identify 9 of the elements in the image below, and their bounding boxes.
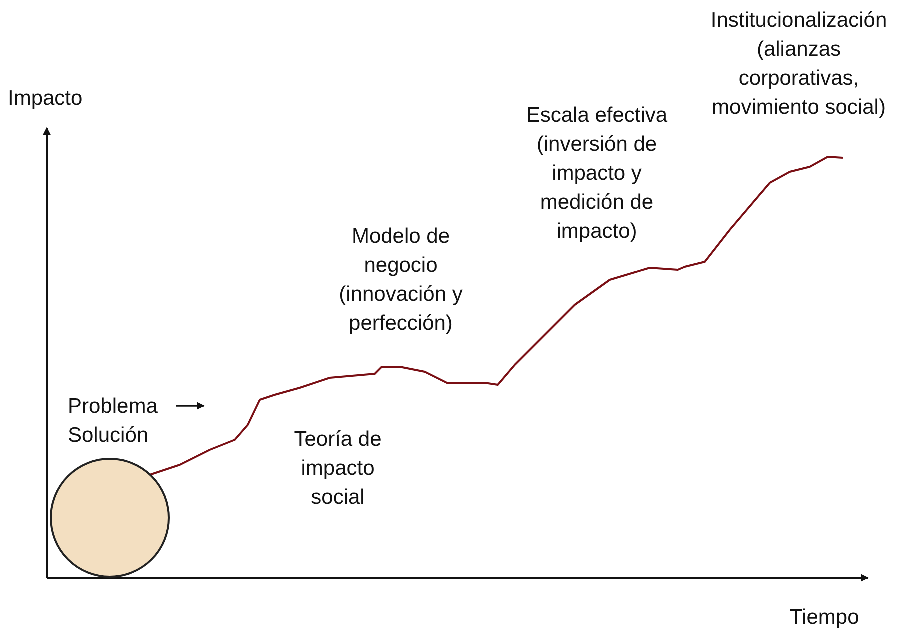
stage-label: Escala efectiva (inversión de impacto y medición de impacto)	[525, 103, 669, 245]
axis-label: Impacto	[8, 86, 83, 112]
axis-label: Tiempo	[790, 605, 860, 631]
stage-label: Institucionalización (alianzas corporativas, movimiento social)	[710, 8, 888, 121]
circle	[50, 458, 170, 578]
stage-label: Modelo de negocio (innovación y perfección)	[338, 224, 464, 337]
stage-label: Teoría de impacto social	[293, 427, 383, 511]
stage-label: Solución	[68, 423, 149, 449]
stage-label: Problema	[68, 394, 158, 420]
